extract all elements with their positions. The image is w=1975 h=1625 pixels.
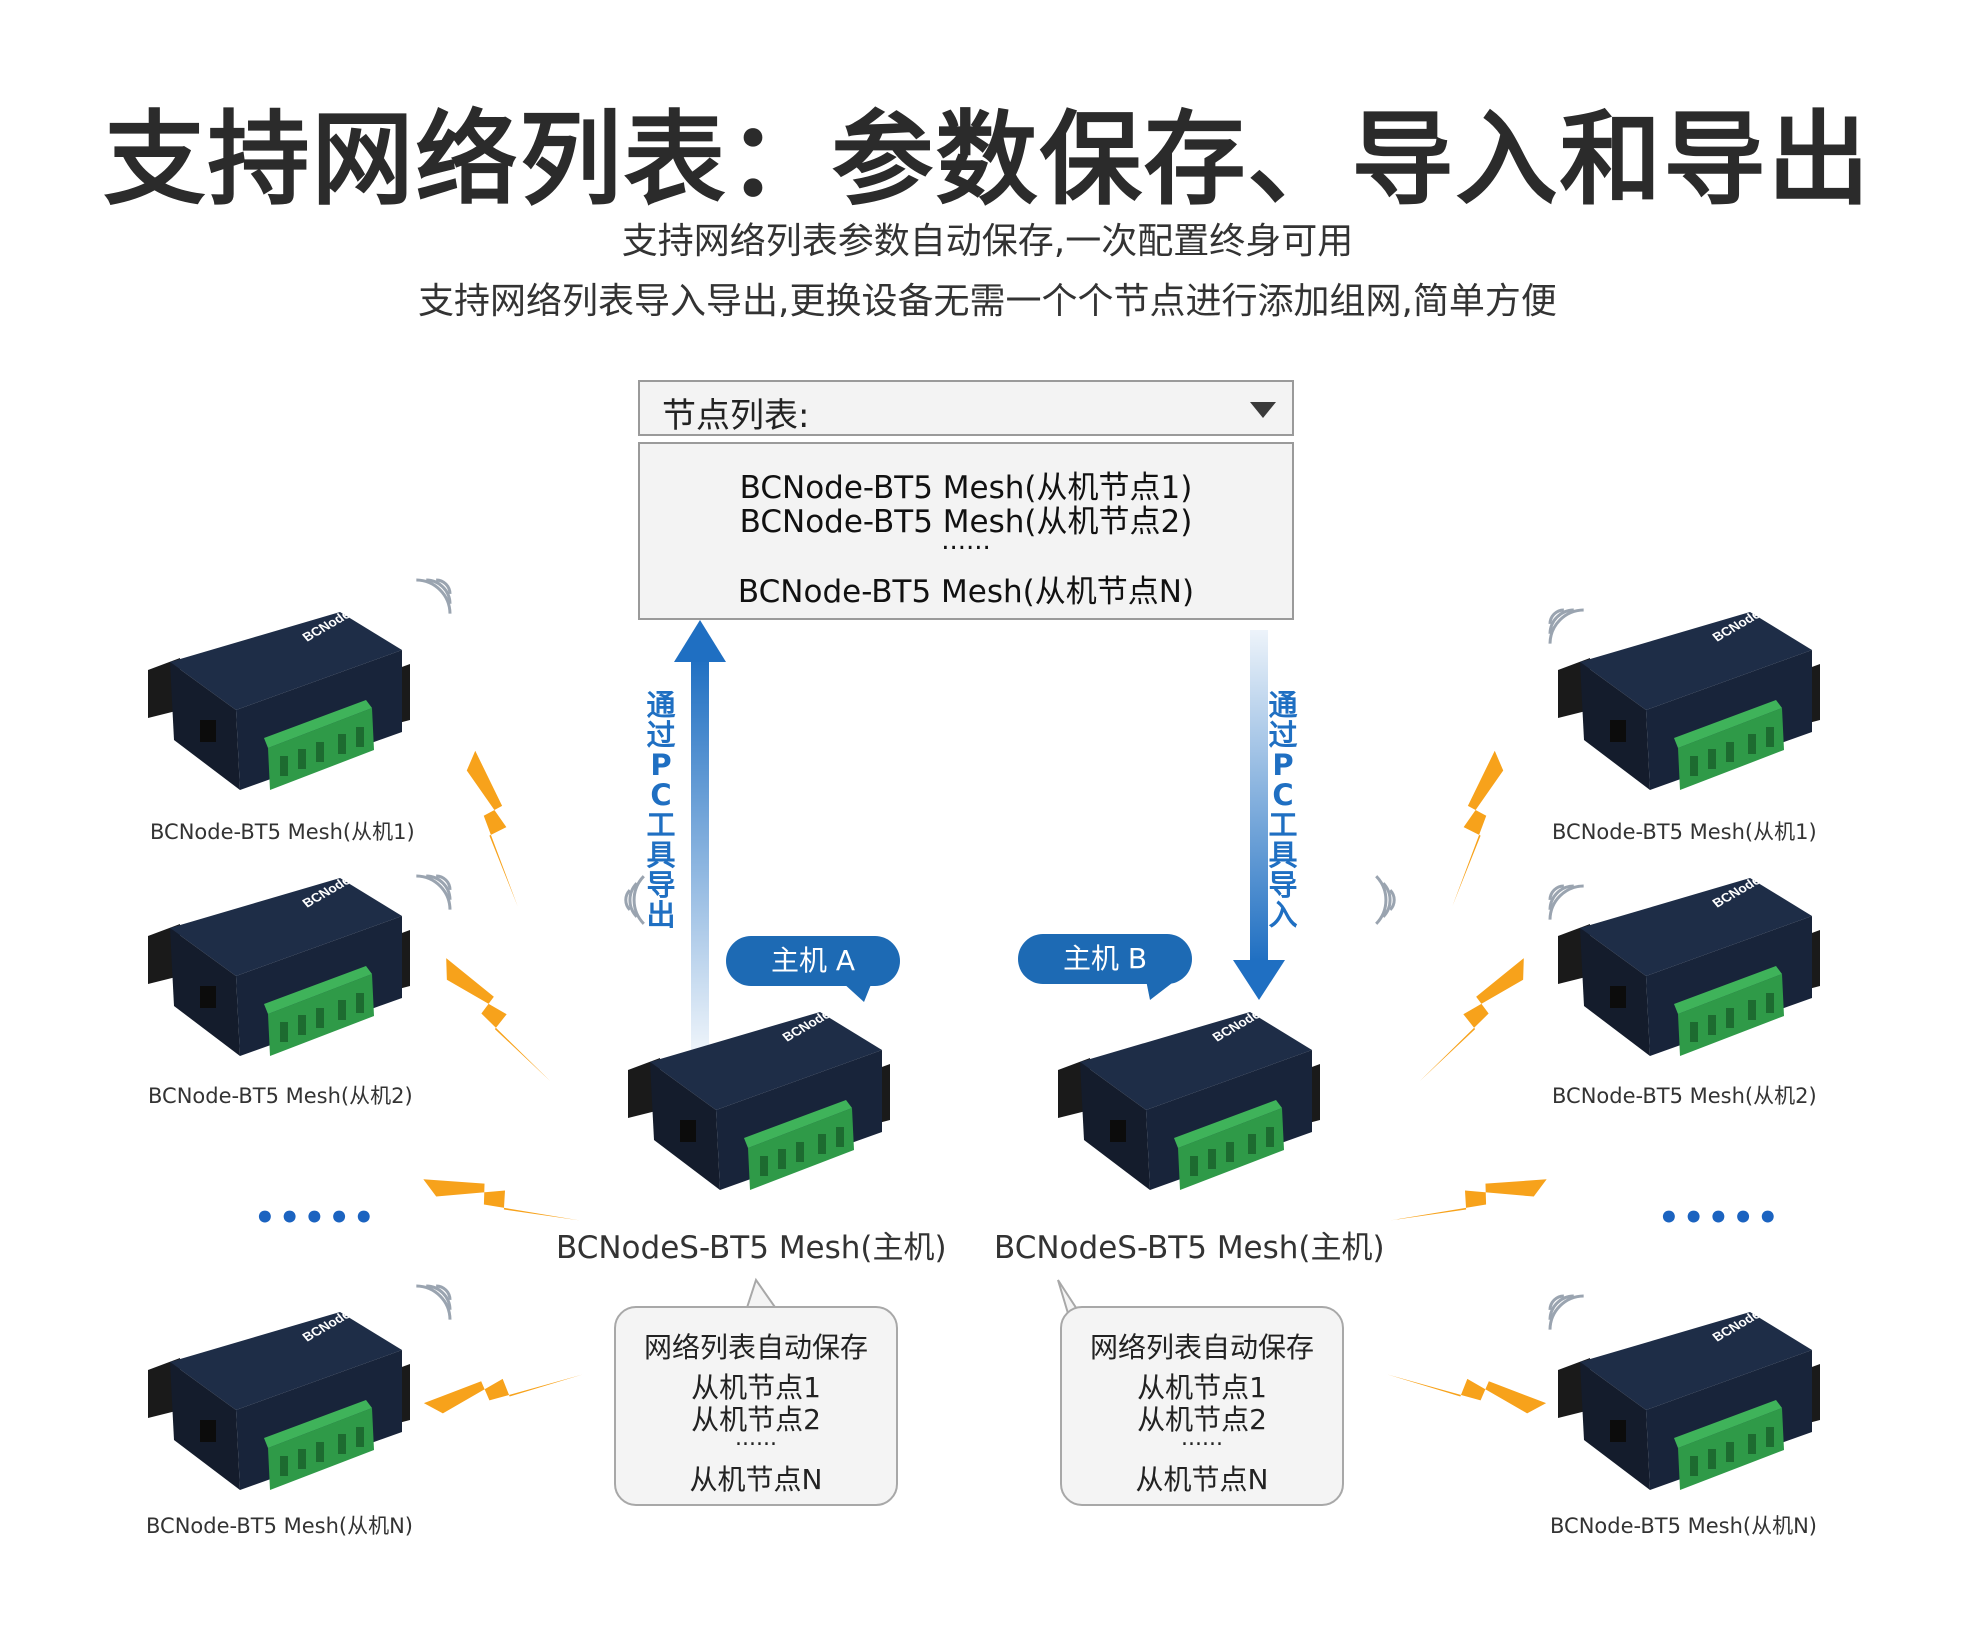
slave-device: BCNode-BT5 Mesh <box>1558 600 1820 790</box>
callout-item: 从机节点N <box>689 1463 823 1496</box>
wifi-icon <box>416 1284 452 1320</box>
callout-item: 从机节点1 <box>1137 1371 1267 1404</box>
wifi-icon <box>624 875 645 925</box>
host-b-callout: 网络列表自动保存 从机节点1 从机节点2 ...... 从机节点N <box>1060 1306 1344 1506</box>
lightning-icon <box>446 958 551 1082</box>
page-title: 支持网络列表：参数保存、导入和导出 <box>103 101 1872 220</box>
host-a-callout: 网络列表自动保存 从机节点1 从机节点2 ...... 从机节点N <box>614 1306 898 1506</box>
node-list-label: 节点列表: <box>662 396 810 436</box>
callout-item: 从机节点1 <box>691 1371 821 1404</box>
callout-item: 从机节点N <box>1135 1463 1269 1496</box>
wifi-icon <box>1548 1294 1584 1330</box>
lightning-icon <box>1387 1374 1547 1414</box>
host-a-badge-tail <box>842 982 872 1002</box>
left-slave-label: BCNode-BT5 Mesh(从机2) <box>148 1084 413 1108</box>
callout-item: ...... <box>735 1426 777 1451</box>
slave-device: BCNode-BT5 Mesh <box>148 1300 410 1490</box>
lightning-icon <box>1419 958 1524 1082</box>
lightning-icon <box>423 1374 583 1414</box>
wifi-icon <box>1375 875 1396 925</box>
callout-item: ...... <box>1181 1426 1223 1451</box>
left-slave-label: BCNode-BT5 Mesh(从机N) <box>146 1514 413 1538</box>
right-ellipsis: ••••• <box>1658 1198 1782 1238</box>
node-list-panel: BCNode-BT5 Mesh(从机节点1) BCNode-BT5 Mesh(从… <box>638 442 1294 620</box>
callout-item: 从机节点2 <box>691 1403 821 1436</box>
node-list-item: BCNode-BT5 Mesh(从机节点1) <box>739 470 1193 506</box>
lightning-icon <box>1390 1179 1547 1221</box>
callout-heading: 网络列表自动保存 <box>1089 1331 1314 1364</box>
host-b-device-label: BCNodeS-BT5 Mesh(主机) <box>994 1230 1385 1266</box>
host-b-badge-tail <box>1146 980 1176 1000</box>
host-a-device-label: BCNodeS-BT5 Mesh(主机) <box>556 1230 947 1266</box>
slave-device: BCNode-BT5 Mesh <box>148 866 410 1056</box>
lightning-icon <box>423 1179 580 1221</box>
callout-heading: 网络列表自动保存 <box>643 1331 868 1364</box>
right-slave-label: BCNode-BT5 Mesh(从机N) <box>1550 1514 1817 1538</box>
host-b-badge: 主机 B <box>1018 934 1192 984</box>
slave-device: BCNode-BT5 Mesh <box>148 600 410 790</box>
node-list-item: BCNode-BT5 Mesh(从机节点N) <box>737 574 1195 610</box>
host-a-badge: 主机 A <box>726 936 900 986</box>
import-arrow <box>1233 630 1285 1000</box>
export-label: 通 过 P C 工 具 导 出 <box>646 688 676 932</box>
import-label: 通 过 P C 工 具 导 入 <box>1268 688 1298 932</box>
slave-device: BCNode-BT5 Mesh <box>1558 1300 1820 1490</box>
node-list-item: ...... <box>941 526 991 556</box>
wifi-icon <box>1548 608 1584 644</box>
subtitle-1: 支持网络列表参数自动保存,一次配置终身可用 <box>621 221 1354 262</box>
export-arrow <box>674 620 726 1050</box>
host-a-device: BCNodeS-BT5 Mesh <box>628 1000 898 1190</box>
right-slave-label: BCNode-BT5 Mesh(从机2) <box>1552 1084 1817 1108</box>
slave-device: BCNode-BT5 Mesh <box>1558 866 1820 1056</box>
left-slave-label: BCNode-BT5 Mesh(从机1) <box>150 820 415 844</box>
subtitle-2: 支持网络列表导入导出,更换设备无需一个个节点进行添加组网,简单方便 <box>418 281 1557 322</box>
host-b-badge-label: 主机 B <box>1062 942 1148 975</box>
callout-item: 从机节点2 <box>1137 1403 1267 1436</box>
left-ellipsis: ••••• <box>254 1198 378 1238</box>
lightning-icon <box>1452 750 1504 907</box>
lightning-icon <box>466 750 518 907</box>
node-list-dropdown[interactable]: 节点列表: <box>638 380 1294 436</box>
wifi-icon <box>1548 884 1584 920</box>
host-b-device: BCNodeS-BT5 Mesh <box>1058 1000 1328 1190</box>
node-list-item: BCNode-BT5 Mesh(从机节点2) <box>739 504 1193 540</box>
host-a-badge-label: 主机 A <box>770 944 856 977</box>
chevron-down-icon[interactable] <box>1250 402 1276 418</box>
right-slave-label: BCNode-BT5 Mesh(从机1) <box>1552 820 1817 844</box>
wifi-icon <box>416 874 452 910</box>
wifi-icon <box>416 578 452 614</box>
